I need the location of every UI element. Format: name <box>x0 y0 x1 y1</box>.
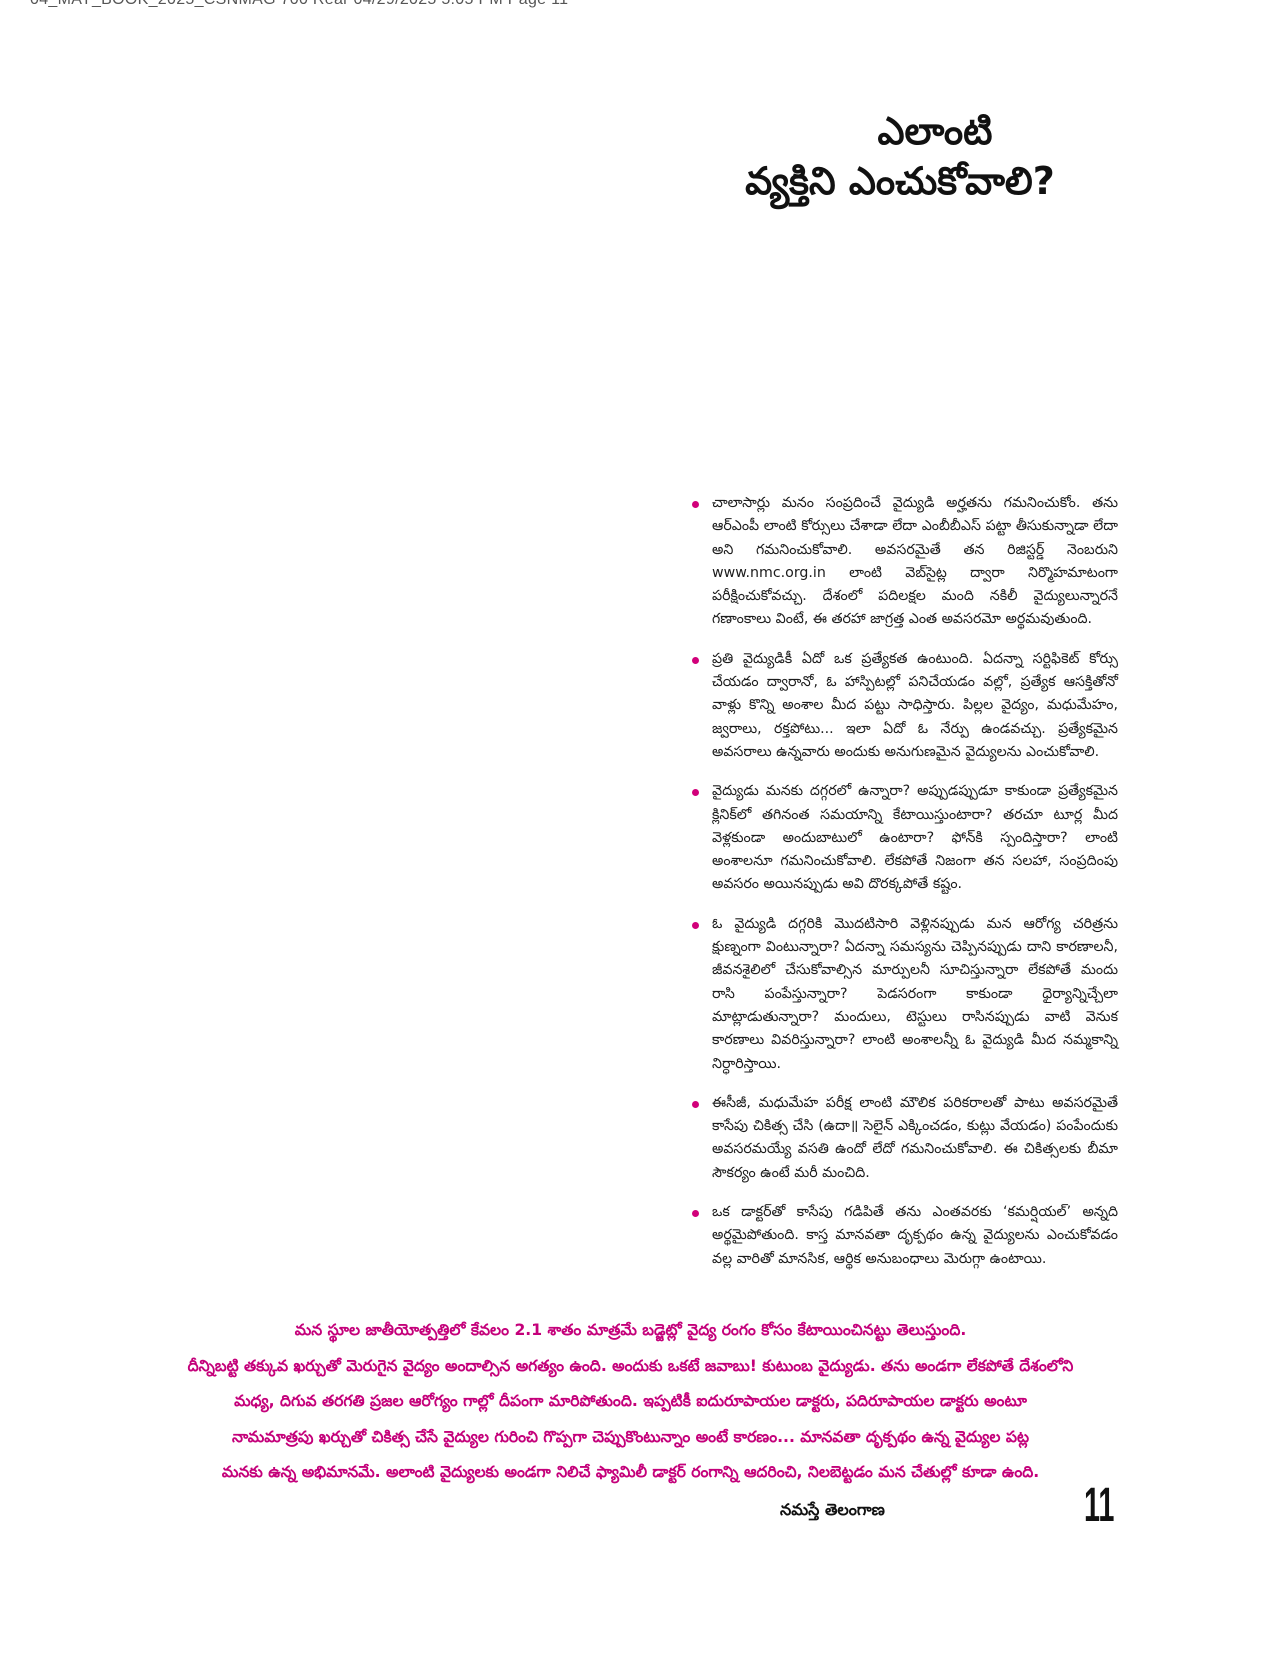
list-item-text: ఈసీజీ, మధుమేహ పరీక్ష లాంటి మౌలిక పరికరాల… <box>712 1094 1118 1181</box>
list-item-text: ఒక డాక్టర్‌తో కాసేపు గడిపితే తను ఎంతవరకు… <box>712 1204 1118 1267</box>
list-item: వైద్యుడు మనకు దగ్గరలో ఉన్నారా? అప్పుడప్ప… <box>690 780 1118 896</box>
title-line-1: ఎలాంటి <box>877 109 993 153</box>
highlight-line: మనకు ఉన్న అభిమానమే. అలాంటి వైద్యులకు అండ… <box>221 1463 1040 1481</box>
list-item-text: చాలాసార్లు మనం సంప్రదించే వైద్యుడి అర్హత… <box>712 495 1118 628</box>
bullet-dot-icon <box>692 789 699 797</box>
list-item-text: ఓ వైద్యుడి దగ్గరికి మొదటిసారి వెళ్లినప్ప… <box>712 915 1118 1072</box>
highlight-line: నామమాత్రపు ఖర్చుతో చికిత్స చేసే వైద్యుల … <box>231 1427 1029 1446</box>
print-slug: 04_MAY_BOOK_2025_CSNMAG 700 Rear 04/29/2… <box>30 0 568 9</box>
list-item: ఈసీజీ, మధుమేహ పరీక్ష లాంటి మౌలిక పరికరాల… <box>690 1092 1118 1185</box>
bullet-dot-icon <box>692 1210 699 1218</box>
highlight-line: మన స్థూల జాతీయోత్పత్తిలో కేవలం 2.1 శాతం … <box>294 1321 967 1339</box>
bullet-dot-icon <box>692 656 699 664</box>
tips-list: చాలాసార్లు మనం సంప్రదించే వైద్యుడి అర్హత… <box>690 492 1118 1287</box>
list-item-text: ప్రతి వైద్యుడికీ ఏదో ఒక ప్రత్యేకత ఉంటుంద… <box>712 650 1118 760</box>
bullet-dot-icon <box>692 1100 699 1108</box>
list-item-text: వైద్యుడు మనకు దగ్గరలో ఉన్నారా? అప్పుడప్ప… <box>712 783 1118 893</box>
article-title: ఎలాంటి వ్యక్తిని ఎంచుకోవాలి? <box>720 106 1080 206</box>
title-line-2: వ్యక్తిని ఎంచుకోవాలి? <box>745 159 1055 203</box>
publication-name: నమస్తే తెలంగాణ <box>780 1500 885 1519</box>
bullet-dot-icon <box>692 921 699 929</box>
bullet-dot-icon <box>692 501 699 508</box>
list-item: చాలాసార్లు మనం సంప్రదించే వైద్యుడి అర్హత… <box>690 492 1118 632</box>
highlight-quote: మన స్థూల జాతీయోత్పత్తిలో కేవలం 2.1 శాతం … <box>60 1313 1201 1491</box>
list-item: ఓ వైద్యుడి దగ్గరికి మొదటిసారి వెళ్లినప్ప… <box>690 913 1118 1076</box>
highlight-line: దీన్నిబట్టి తక్కువ ఖర్చుతో మెరుగైన వైద్య… <box>187 1356 1074 1375</box>
highlight-line: మధ్య, దిగువ తరగతి ప్రజల ఆరోగ్యం గాల్లో ద… <box>234 1392 1027 1410</box>
list-item: ప్రతి వైద్యుడికీ ఏదో ఒక ప్రత్యేకత ఉంటుంద… <box>690 648 1118 764</box>
list-item: ఒక డాక్టర్‌తో కాసేపు గడిపితే తను ఎంతవరకు… <box>690 1201 1118 1271</box>
page-number: 11 <box>1084 1479 1115 1532</box>
